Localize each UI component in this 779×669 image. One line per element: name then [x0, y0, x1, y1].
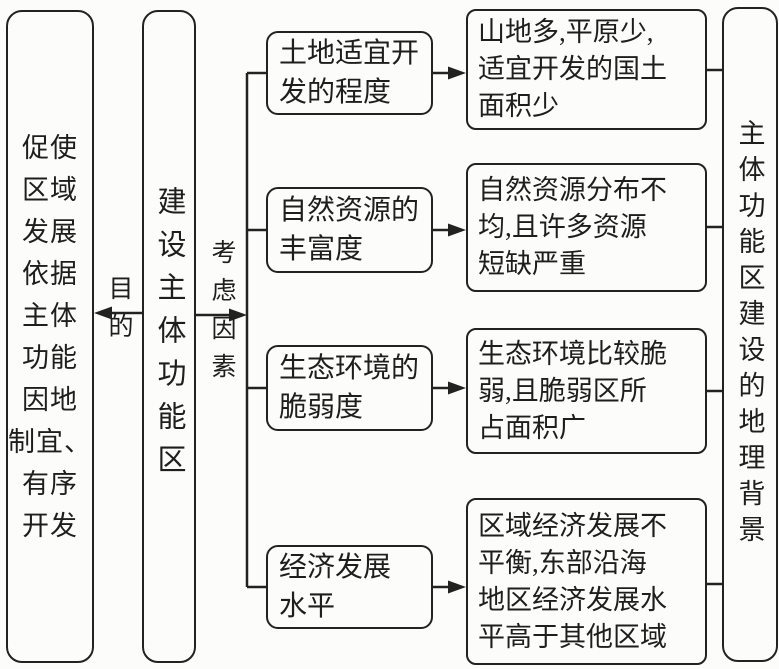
- factor-text-land: 土地适宜开 发的程度: [279, 38, 420, 108]
- factor-box-resources: 自然资源的 丰富度: [266, 187, 433, 273]
- arrowhead-row1: [448, 66, 466, 80]
- goal-box: 促使 区域 发展 依据 主体 功能 因地 制宜、 有序 开发: [6, 10, 94, 663]
- considerations-arrow: [196, 308, 247, 322]
- purpose-label: 目的: [104, 247, 132, 379]
- factor-box-ecology: 生态环境的 脆弱度: [266, 345, 433, 431]
- arrowhead-row3: [448, 381, 466, 395]
- considerations-label-text: 考虑因素: [208, 239, 235, 391]
- considerations-label: 考虑因素: [207, 225, 235, 405]
- arrowhead-row2: [448, 223, 466, 237]
- goal-text: 促使 区域 发展 依据 主体 功能 因地 制宜、 有序 开发: [8, 132, 92, 541]
- subject-text: 建设主体功能区: [153, 186, 185, 487]
- considerations-arrowhead-right: [229, 308, 247, 322]
- subject-box: 建设主体功能区: [142, 10, 196, 663]
- factor-box-land: 土地适宜开 发的程度: [266, 31, 433, 115]
- desc-box-economy: 区域经济发展不 平衡,东部沿海 地区经济发展水 平高于其他区域: [466, 498, 707, 665]
- purpose-arrow: [94, 306, 142, 320]
- desc-text-land: 山地多,平原少, 适宜开发的国土 面积少: [478, 17, 667, 121]
- factor-text-ecology: 生态环境的 脆弱度: [279, 353, 420, 423]
- factor-arrow-row3: [433, 381, 466, 395]
- background-box: 主体功能区建设的地理背景: [722, 7, 778, 662]
- purpose-arrowhead-left: [94, 306, 112, 320]
- background-text: 主体功能区建设的地理背景: [734, 118, 765, 551]
- desc-text-resources: 自然资源分布不 均,且许多资源 短缺严重: [478, 175, 667, 279]
- desc-box-resources: 自然资源分布不 均,且许多资源 短缺严重: [466, 163, 707, 292]
- desc-box-land: 山地多,平原少, 适宜开发的国土 面积少: [466, 9, 707, 130]
- factor-box-economy: 经济发展 水平: [266, 545, 433, 629]
- factor-arrow-row1: [433, 66, 466, 80]
- purpose-label-text: 目的: [105, 275, 132, 351]
- factor-arrow-row2: [433, 223, 466, 237]
- factor-text-economy: 经济发展 水平: [279, 552, 392, 622]
- arrowhead-row4: [448, 580, 466, 594]
- desc-text-economy: 区域经济发展不 平衡,东部沿海 地区经济发展水 平高于其他区域: [478, 510, 667, 652]
- desc-text-ecology: 生态环境比较脆 弱,且脆弱区所 占面积广: [478, 338, 667, 443]
- factor-arrow-row4: [433, 580, 466, 594]
- desc-box-ecology: 生态环境比较脆 弱,且脆弱区所 占面积广: [466, 328, 707, 454]
- factor-text-resources: 自然资源的 丰富度: [279, 195, 420, 265]
